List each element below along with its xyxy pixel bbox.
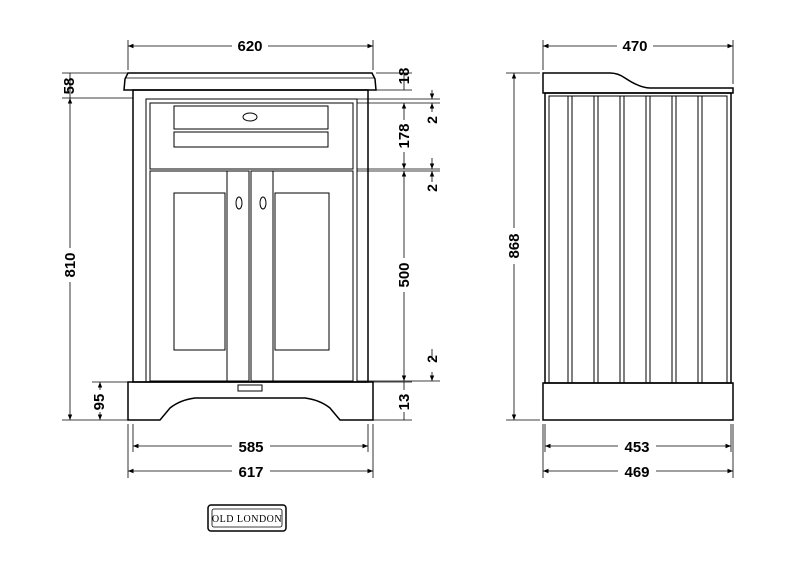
- front-drawer: [149, 102, 354, 170]
- old-london-logo: OLD LONDON: [207, 504, 287, 532]
- dim-2-label-bottom: 2: [424, 355, 440, 363]
- side-view: [542, 72, 734, 421]
- side-worktop: [542, 72, 734, 94]
- front-view: [123, 72, 377, 421]
- drawer-handle-icon: [242, 112, 258, 122]
- dim-front-width-inner: 585: [132, 424, 369, 456]
- dim-13-label: 13: [396, 394, 413, 411]
- dim-side-width-top: 470: [542, 38, 734, 84]
- logo-text: OLD LONDON: [212, 514, 282, 525]
- dim-side-width-inner: 453: [544, 424, 732, 456]
- side-plinth: [542, 382, 734, 421]
- dim-620-label: 620: [237, 38, 262, 55]
- dim-617-label: 617: [238, 464, 263, 481]
- dim-front-height: 810: [62, 98, 128, 421]
- dim-front-top-thickness: 58: [61, 72, 133, 99]
- dim-469-label: 469: [624, 464, 649, 481]
- dim-178-label: 178: [396, 123, 413, 148]
- dim-18-label: 18: [396, 68, 413, 85]
- dim-453-label: 453: [624, 439, 649, 456]
- dim-868-label: 868: [506, 233, 523, 258]
- dim-585-label: 585: [238, 439, 263, 456]
- dim-500-label: 500: [396, 262, 413, 287]
- dim-front-right-chain: 18 178 500 13 2 2 2: [357, 68, 440, 421]
- dim-470-label: 470: [622, 38, 647, 55]
- dim-2-label-top: 2: [424, 116, 440, 124]
- dim-front-width-base: 617: [127, 424, 374, 481]
- dim-810-label: 810: [62, 252, 79, 277]
- dim-2-label-middle: 2: [424, 184, 440, 192]
- dim-side-width-base: 469: [542, 424, 734, 481]
- front-door-left: [149, 170, 250, 382]
- side-body: [544, 92, 732, 384]
- front-door-right: [250, 170, 354, 382]
- front-worktop: [123, 72, 377, 91]
- plinth-badge: [237, 384, 263, 392]
- dim-58-label: 58: [61, 78, 78, 95]
- dim-side-height: 868: [506, 72, 540, 421]
- dim-front-plinth-height: 95: [91, 381, 128, 420]
- front-plinth: [127, 381, 374, 421]
- door-knob-left-icon: [235, 196, 243, 210]
- door-knob-right-icon: [259, 196, 267, 210]
- dim-95-label: 95: [91, 394, 108, 411]
- dim-front-width-top: 620: [127, 38, 374, 70]
